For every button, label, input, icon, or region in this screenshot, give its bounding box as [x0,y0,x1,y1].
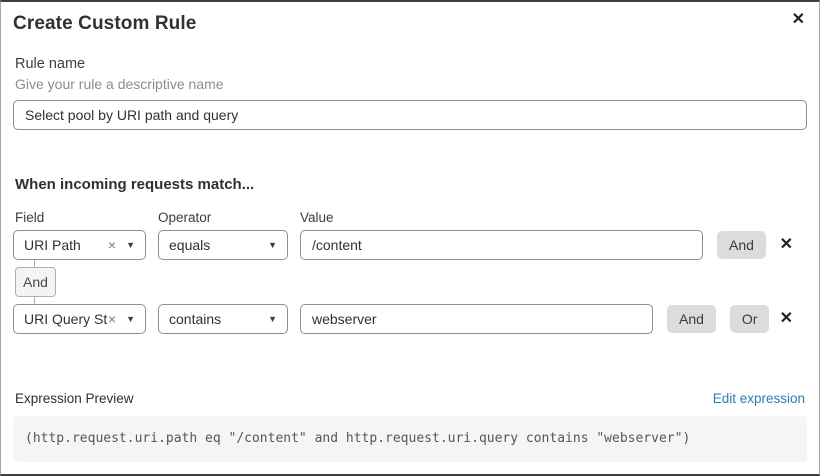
connector-and-badge: And [15,267,56,297]
value-column-label: Value [300,210,334,225]
value-input-1[interactable] [300,230,703,260]
clear-icon[interactable]: × [107,311,117,327]
chevron-down-icon: ▼ [126,313,135,324]
and-button-row-1[interactable]: And [717,231,766,259]
rule-name-section: Rule name Give your rule a descriptive n… [13,54,807,130]
expression-header: Expression Preview Edit expression [15,390,807,407]
or-button-row-2[interactable]: Or [729,305,770,333]
field-select-1-value: URI Path [24,237,81,253]
clear-icon[interactable]: × [107,237,117,253]
operator-select-2[interactable]: contains ▼ [158,304,288,334]
field-select-2[interactable]: URI Query St... × ▼ [13,304,146,334]
chevron-down-icon: ▼ [126,239,135,250]
field-select-1[interactable]: URI Path × ▼ [13,230,146,260]
operator-select-1[interactable]: equals ▼ [158,230,288,260]
connector: And [13,260,807,304]
rule-name-hint: Give your rule a descriptive name [15,76,224,92]
chevron-down-icon: ▼ [268,313,277,324]
expression-preview-label: Expression Preview [15,391,134,406]
remove-row-icon[interactable]: ✕ [779,236,793,253]
page-title: Create Custom Rule [13,13,197,34]
matcher-section: When incoming requests match... Field Op… [13,175,807,334]
condition-row-1: URI Path × ▼ equals ▼ And ✕ [13,230,807,260]
rule-name-input[interactable] [13,100,807,130]
close-icon[interactable]: ✕ [788,8,809,32]
value-input-2[interactable] [300,304,653,334]
expression-code: (http.request.uri.path eq "/content" and… [13,416,807,462]
and-button-row-2[interactable]: And [667,305,716,333]
condition-row-2: URI Query St... × ▼ contains ▼ And Or ✕ [13,304,807,334]
edit-expression-link[interactable]: Edit expression [712,391,805,406]
field-select-2-value: URI Query St... [24,311,108,327]
operator-select-2-value: contains [169,311,222,327]
rule-name-label: Rule name [15,56,86,72]
field-column-label: Field [15,210,45,225]
column-labels: Field Operator Value [15,210,807,225]
expression-section: Expression Preview Edit expression (http… [13,390,807,462]
remove-row-icon[interactable]: ✕ [779,310,793,327]
chevron-down-icon: ▼ [268,239,277,250]
operator-column-label: Operator [158,210,212,225]
match-heading: When incoming requests match... [15,176,255,193]
operator-select-1-value: equals [169,237,211,253]
